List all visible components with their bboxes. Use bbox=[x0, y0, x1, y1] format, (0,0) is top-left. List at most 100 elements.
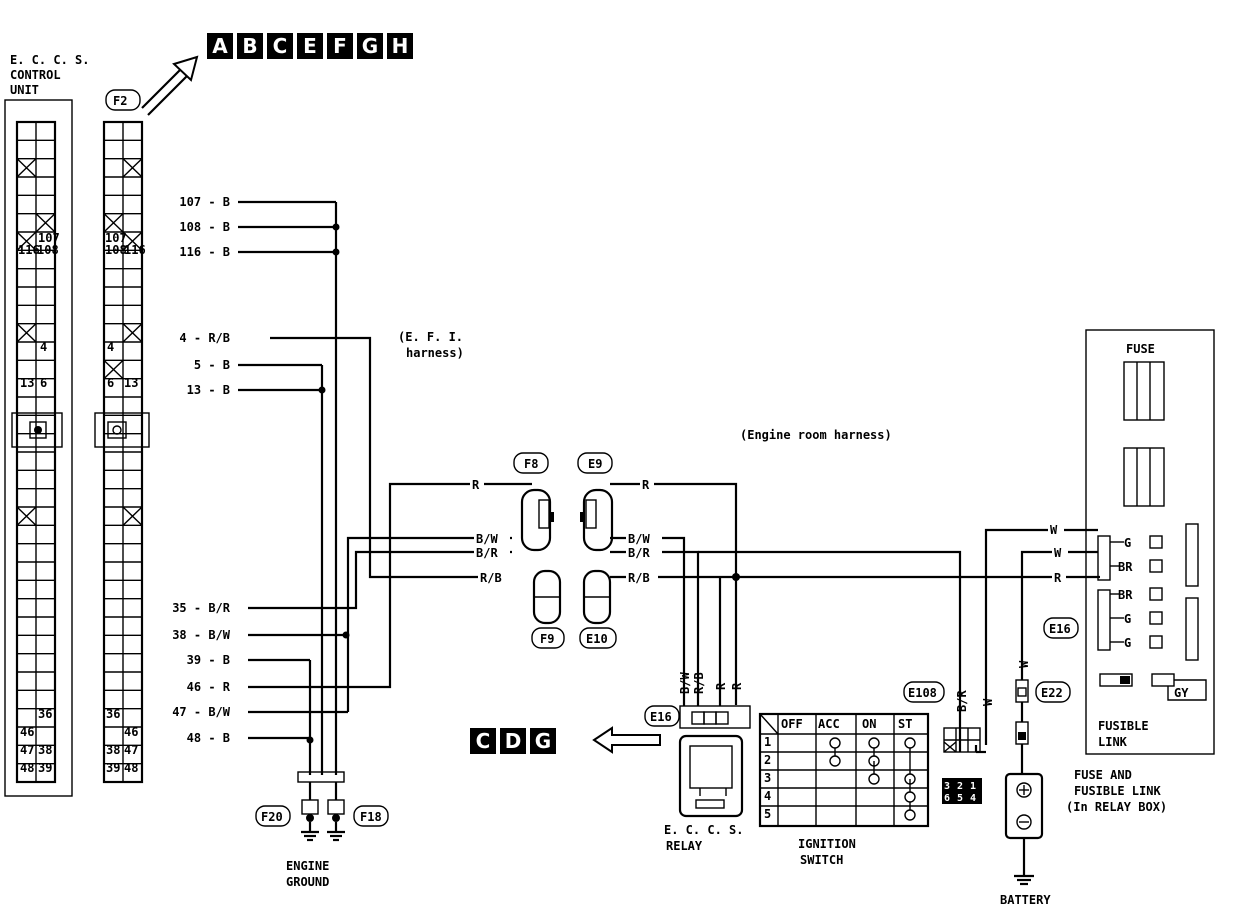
svg-text:4: 4 bbox=[40, 340, 47, 354]
svg-text:48: 48 bbox=[124, 761, 138, 775]
ecu-frame bbox=[4, 99, 73, 797]
inline-wire-labels: R B/W B/R R/B bbox=[470, 478, 510, 585]
svg-text:F18: F18 bbox=[360, 810, 382, 824]
svg-text:UNIT: UNIT bbox=[10, 83, 39, 97]
wire-label: 47 - B/W bbox=[172, 705, 231, 719]
nav-arrow-top bbox=[141, 55, 199, 116]
nav-box-c[interactable] bbox=[267, 33, 293, 59]
svg-text:48: 48 bbox=[20, 761, 34, 775]
svg-text:E108: E108 bbox=[908, 686, 937, 700]
svg-text:13: 13 bbox=[124, 376, 138, 390]
svg-text:B/W: B/W bbox=[678, 672, 692, 694]
svg-text:(In RELAY BOX): (In RELAY BOX) bbox=[1066, 800, 1167, 814]
nav-box-a[interactable] bbox=[207, 33, 233, 59]
svg-text:OFF: OFF bbox=[781, 717, 803, 731]
svg-text:38: 38 bbox=[38, 743, 52, 757]
svg-text:46: 46 bbox=[124, 725, 138, 739]
wire-label: 39 - B bbox=[187, 653, 230, 667]
engine-ground: F20 F18 ENGINE GROUND bbox=[255, 771, 389, 889]
svg-text:ENGINE: ENGINE bbox=[286, 859, 329, 873]
svg-text:E10: E10 bbox=[586, 632, 608, 646]
svg-text:G: G bbox=[1124, 612, 1131, 626]
nav-arrow-bottom bbox=[592, 726, 661, 754]
nav-letter-c[interactable]: C bbox=[476, 729, 491, 753]
nav-letter-c[interactable]: C bbox=[273, 34, 288, 58]
svg-text:107: 107 bbox=[38, 231, 60, 245]
wire-label: 4 - R/B bbox=[179, 331, 230, 345]
svg-text:W: W bbox=[1017, 660, 1031, 668]
ecu-connector-left: 116 108 107 4 13 6 36 46 47 38 48 39 bbox=[11, 120, 63, 784]
nav-box-g[interactable] bbox=[530, 728, 556, 754]
nav-letter-f[interactable]: F bbox=[333, 34, 347, 58]
relay-wire-labels: B/W R/B R R B/R W W bbox=[678, 660, 1031, 712]
svg-text:2: 2 bbox=[764, 753, 771, 767]
svg-text:BR: BR bbox=[1118, 560, 1133, 574]
svg-text:4: 4 bbox=[107, 340, 114, 354]
wire-label: 48 - B bbox=[187, 731, 230, 745]
ignition-switch-table: OFF ACC ON ST 1 2 3 4 5 IGNITION SWITCH bbox=[758, 712, 930, 867]
svg-text:FUSIBLE: FUSIBLE bbox=[1098, 719, 1149, 733]
wire-label: 107 - B bbox=[179, 195, 230, 209]
svg-text:F8: F8 bbox=[524, 457, 538, 471]
svg-text:B/W: B/W bbox=[628, 532, 650, 546]
nav-letter-g[interactable]: G bbox=[535, 729, 551, 753]
nav-box-e[interactable] bbox=[297, 33, 323, 59]
nav-letter-a[interactable]: A bbox=[212, 34, 228, 58]
svg-text:4: 4 bbox=[970, 793, 976, 804]
svg-text:E16: E16 bbox=[1049, 622, 1071, 636]
nav-box-b[interactable] bbox=[237, 33, 263, 59]
svg-text:3: 3 bbox=[944, 781, 950, 792]
eccs-relay: E16 E. C. C. S. RELAY bbox=[644, 705, 751, 853]
svg-text:ST: ST bbox=[898, 717, 912, 731]
svg-text:4: 4 bbox=[764, 789, 771, 803]
nav-letter-d[interactable]: D bbox=[505, 729, 522, 753]
nav-letter-b[interactable]: B bbox=[242, 34, 257, 58]
engine-room-harness-label: (Engine room harness) bbox=[740, 428, 892, 442]
svg-text:W: W bbox=[1054, 546, 1062, 560]
svg-text:6: 6 bbox=[40, 376, 47, 390]
nav-box-h[interactable] bbox=[387, 33, 413, 59]
svg-text:36: 36 bbox=[38, 707, 52, 721]
svg-text:E9: E9 bbox=[588, 457, 602, 471]
svg-text:E22: E22 bbox=[1041, 686, 1063, 700]
nav-box-c[interactable] bbox=[470, 728, 496, 754]
wire-label: 5 - B bbox=[194, 358, 230, 372]
svg-text:R: R bbox=[642, 478, 650, 492]
wire-label: 13 - B bbox=[187, 383, 230, 397]
svg-text:13: 13 bbox=[20, 376, 34, 390]
nav-box-d[interactable] bbox=[500, 728, 526, 754]
svg-text:R: R bbox=[730, 682, 744, 690]
svg-text:FUSE: FUSE bbox=[1126, 342, 1155, 356]
engine-room-wires: R B/W B/R R/B W W R bbox=[610, 478, 1100, 745]
svg-text:116: 116 bbox=[124, 243, 146, 257]
nav-letter-h[interactable]: H bbox=[392, 34, 409, 58]
svg-text:B/R: B/R bbox=[476, 546, 498, 560]
svg-text:1: 1 bbox=[764, 735, 771, 749]
svg-text:ACC: ACC bbox=[818, 717, 840, 731]
svg-text:LINK: LINK bbox=[1098, 735, 1128, 749]
svg-text:harness): harness) bbox=[406, 346, 464, 360]
inline-connectors: F8 E9 F9 E10 bbox=[513, 452, 617, 649]
svg-text:5: 5 bbox=[764, 807, 771, 821]
svg-text:BATTERY: BATTERY bbox=[1000, 893, 1051, 907]
svg-text:38: 38 bbox=[106, 743, 120, 757]
svg-text:E16: E16 bbox=[650, 710, 672, 724]
svg-text:6: 6 bbox=[944, 793, 950, 804]
svg-text:FUSE AND: FUSE AND bbox=[1074, 768, 1132, 782]
signal-wires bbox=[248, 336, 532, 714]
svg-text:E. C. C. S.: E. C. C. S. bbox=[10, 53, 89, 67]
connector-f2: F2 107 108 116 4 6 13 36 46 38 47 39 48 bbox=[94, 89, 150, 784]
nav-box-g[interactable] bbox=[357, 33, 383, 59]
svg-text:E. C. C. S.: E. C. C. S. bbox=[664, 823, 743, 837]
svg-text:W: W bbox=[1050, 523, 1058, 537]
svg-text:5: 5 bbox=[957, 793, 963, 804]
connector-e108: E108 3 2 1 6 5 4 bbox=[903, 681, 986, 804]
svg-text:107: 107 bbox=[105, 231, 127, 245]
nav-letter-e[interactable]: E bbox=[303, 34, 317, 58]
nav-letter-g[interactable]: G bbox=[362, 34, 378, 58]
svg-text:6: 6 bbox=[107, 376, 114, 390]
nav-box-f[interactable] bbox=[327, 33, 353, 59]
